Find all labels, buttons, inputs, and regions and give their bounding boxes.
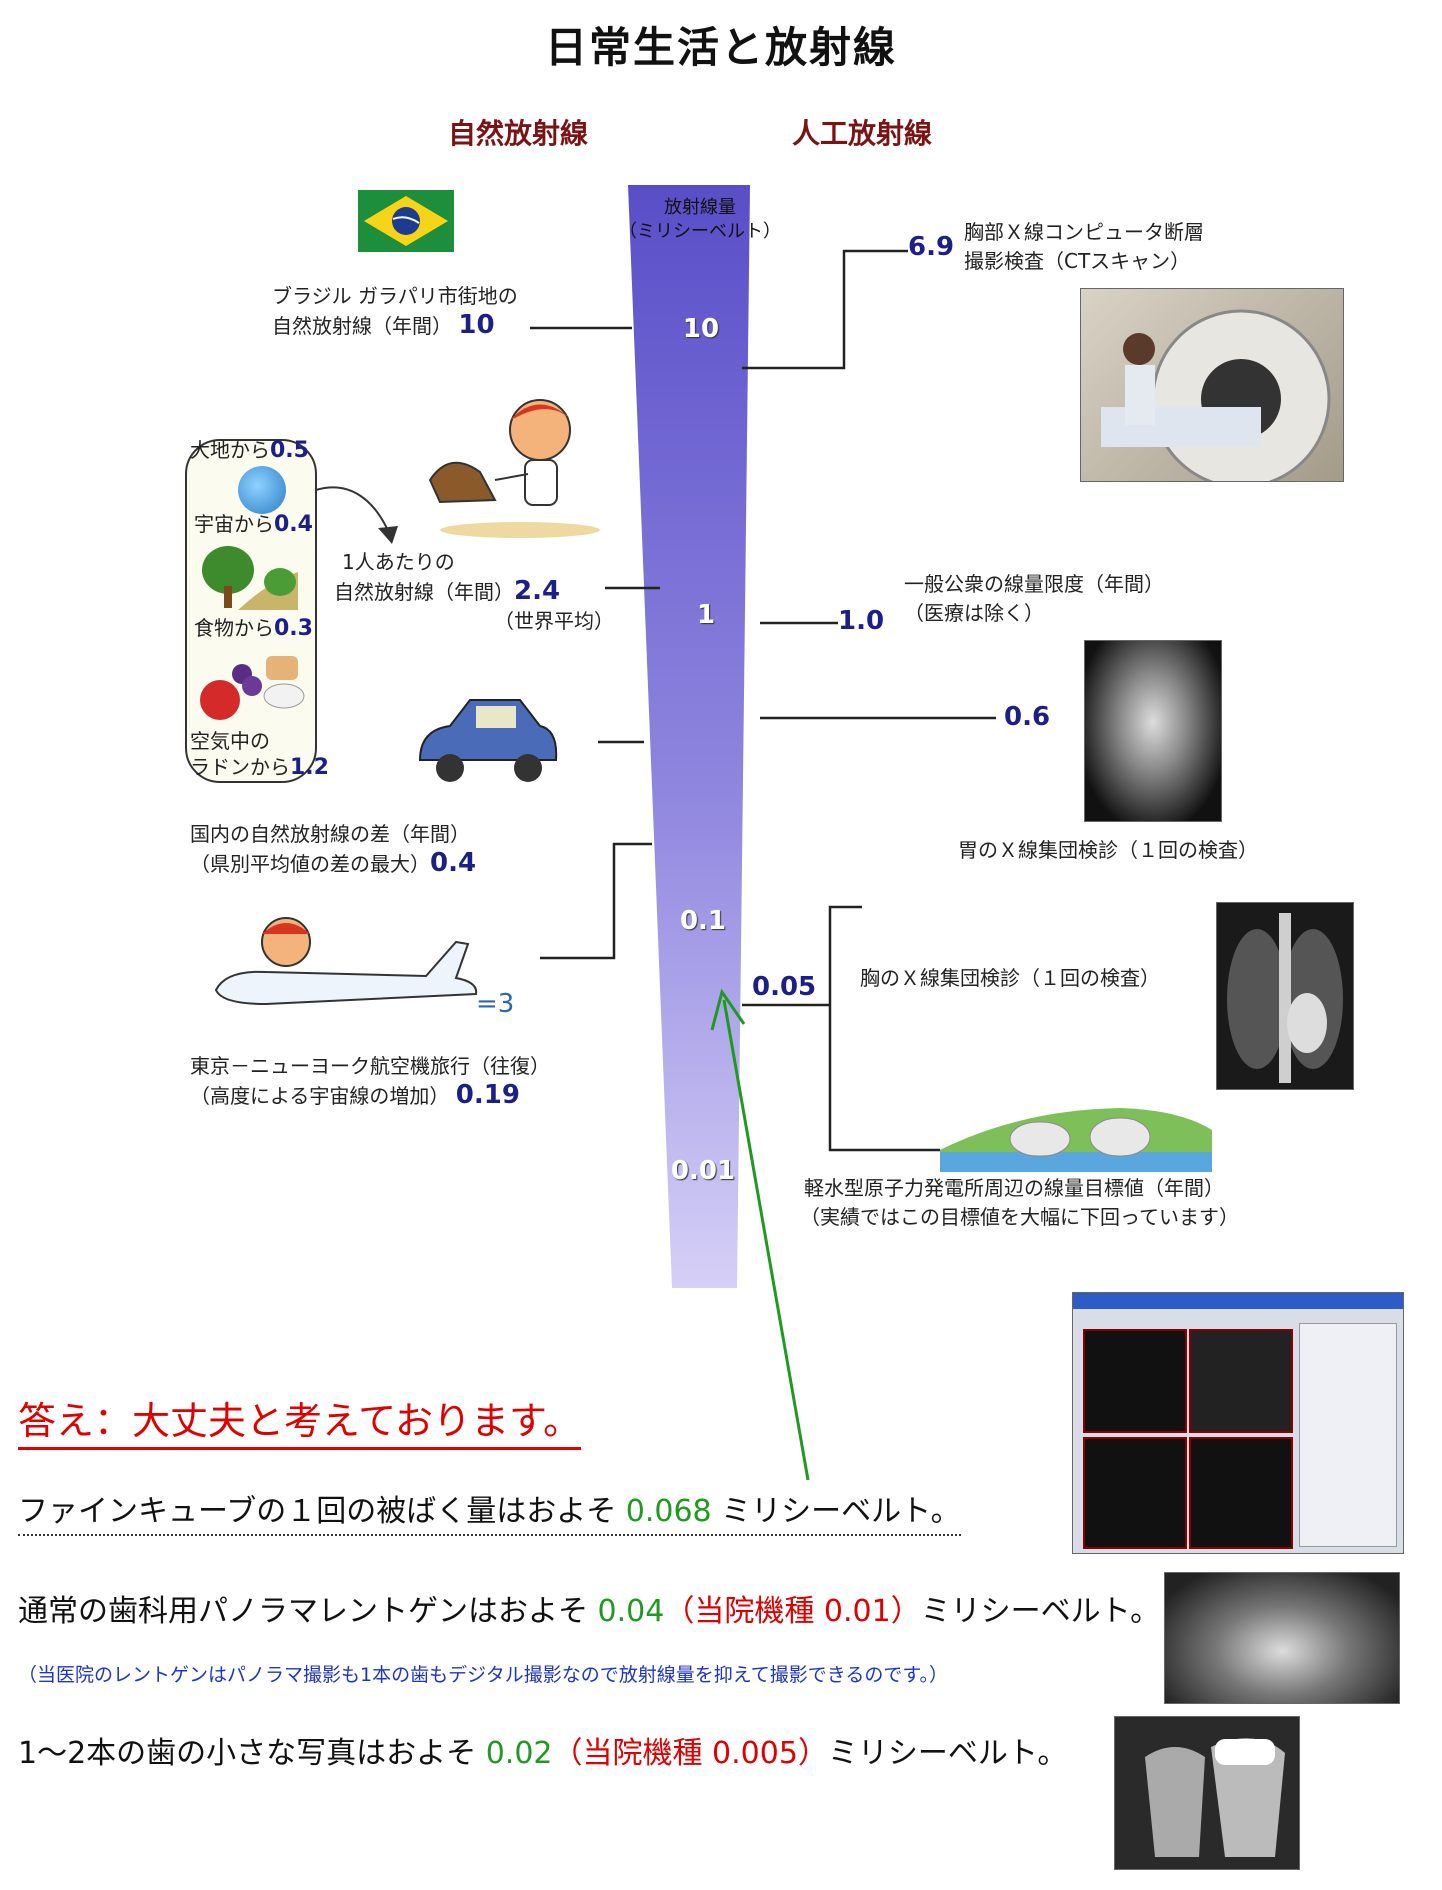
stomach-label: 胃のＸ線集団検診（１回の検査）: [958, 838, 1258, 862]
small-film-line: 1～2本の歯の小さな写真はおよそ 0.02（当院機種 0.005）ミリシーベルト…: [18, 1736, 1068, 1771]
ct-label: 胸部Ｘ線コンピュータ断層 撮影検査（CTスキャン）: [964, 220, 1204, 273]
finecube-value: 0.068: [625, 1494, 712, 1529]
small-clinic-value: 当院機種 0.005: [582, 1736, 798, 1771]
scale-tick-0-01: 0.01: [670, 1156, 736, 1186]
scale-tick-10: 10: [682, 314, 720, 344]
source-food: 食物から0.3: [194, 616, 313, 641]
airplane-illustration: =3: [206, 912, 526, 1032]
nuclear-label: 軽水型原子力発電所周辺の線量目標値（年間） （実績ではこの目標値を大幅に下回って…: [800, 1176, 1239, 1229]
dental-xray-image: [1114, 1716, 1300, 1870]
domestic-value: 0.4: [430, 848, 477, 878]
flight-value: 0.19: [455, 1080, 520, 1110]
public-limit-value: 1.0: [838, 606, 885, 636]
digital-note: （当医院のレントゲンはパノラマ撮影も1本の歯もデジタル撮影なので放射線量を抑えて…: [18, 1664, 948, 1686]
tree-field-icon: [198, 542, 298, 610]
child-with-dog-illustration: [410, 390, 600, 540]
brazil-label: ブラジル ガラパリ市街地の 自然放射線（年間） 10: [272, 284, 518, 340]
power-plant-illustration: [940, 1090, 1212, 1172]
food-icon: [196, 648, 306, 728]
scale-unit-label: 放射線量 （ミリシーベルト）: [619, 197, 781, 242]
stomach-value: 0.6: [1004, 702, 1051, 732]
scale-tick-1: 1: [696, 600, 716, 630]
green-arrow: [722, 999, 810, 1481]
flight-label: 東京－ニューヨーク航空機旅行（往復） （高度による宇宙線の増加） 0.19: [190, 1054, 550, 1110]
finecube-software-screenshot: [1072, 1292, 1404, 1554]
chest-value: 0.05: [752, 972, 817, 1002]
stomach-xray-image: [1084, 640, 1222, 822]
svg-text:=3: =3: [476, 989, 514, 1019]
per-person-value: 2.4: [514, 576, 561, 606]
ct-scanner-photo: [1080, 288, 1344, 482]
finecube-line: ファインキューブの１回の被ばく量はおよそ 0.068 ミリシーベルト。: [18, 1486, 961, 1536]
chest-xray-image: [1216, 902, 1354, 1090]
ct-value: 6.9: [908, 232, 955, 262]
panoramic-xray-image: [1164, 1572, 1400, 1704]
public-limit-label: 一般公衆の線量限度（年間） （医療は除く）: [904, 572, 1164, 625]
answer-heading: 答え：大丈夫と考えております。: [18, 1390, 582, 1450]
artificial-radiation-header: 人工放射線: [792, 117, 933, 150]
page-title: 日常生活と放射線: [544, 23, 897, 72]
panorama-clinic-value: 当院機種 0.01: [694, 1594, 891, 1629]
dose-scale-wedge: [628, 185, 750, 1288]
source-ground: 大地から0.5: [190, 438, 309, 463]
source-radon: 空気中の ラドンから1.2: [190, 729, 329, 780]
domestic-label: 国内の自然放射線の差（年間） （県別平均値の差の最大）0.4: [190, 822, 477, 878]
panorama-line: 通常の歯科用パノラマレントゲンはおよそ 0.04（当院機種 0.01）ミリシーベ…: [18, 1594, 1161, 1629]
natural-radiation-header: 自然放射線: [448, 117, 589, 150]
brazil-flag-image: [358, 190, 454, 252]
globe-icon: [238, 466, 286, 514]
scale-tick-0-1: 0.1: [679, 906, 727, 936]
per-person-label: 1人あたりの 自然放射線（年間）2.4 （世界平均）: [334, 550, 614, 633]
brazil-value: 10: [458, 310, 495, 340]
chest-label: 胸のＸ線集団検診（１回の検査）: [860, 966, 1160, 990]
car-illustration: [410, 690, 560, 800]
source-space: 宇宙から0.4: [194, 512, 313, 537]
